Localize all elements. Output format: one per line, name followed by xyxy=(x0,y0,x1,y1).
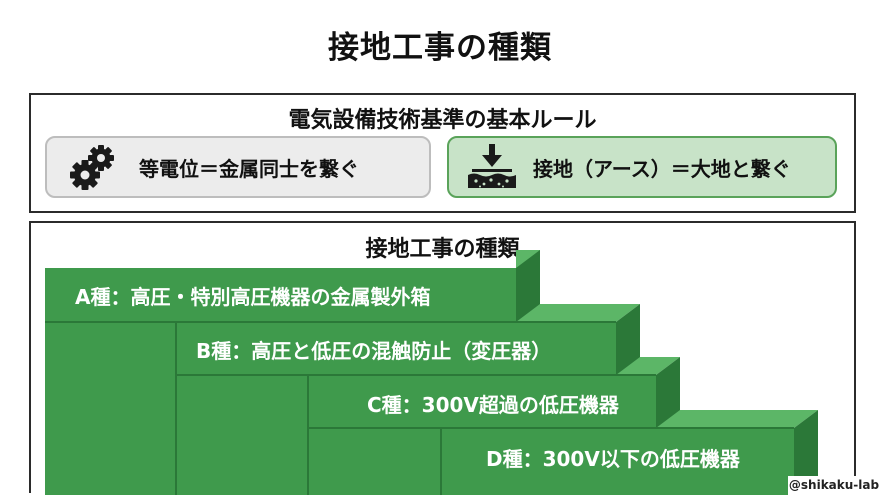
gears-icon xyxy=(59,136,129,198)
equipotential-card: 等電位＝金属同士を繋ぐ xyxy=(45,136,431,198)
grounding-icon xyxy=(457,136,527,198)
step-d-label: D種：300V以下の低圧機器 xyxy=(486,447,740,471)
types-heading: 接地工事の種類 xyxy=(365,237,520,262)
step-a-face xyxy=(45,268,516,322)
step-d-side xyxy=(794,410,818,495)
step-c-side xyxy=(656,357,680,428)
step-a-label: A種：高圧・特別高圧機器の金属製外箱 xyxy=(75,285,431,309)
step-a-side xyxy=(516,250,540,322)
step-b-face xyxy=(45,322,616,375)
step-dividers xyxy=(45,321,794,495)
watermark: @shikaku-lab xyxy=(788,476,880,495)
page-title: 接地工事の種類 xyxy=(328,30,552,66)
step-b-side xyxy=(616,304,640,375)
step-d-face xyxy=(45,428,794,495)
earthing-label: 接地（アース）＝大地と繋ぐ xyxy=(533,156,791,181)
step-c-label: C種：300V超過の低圧機器 xyxy=(367,393,619,417)
step-b-label: B種：高圧と低圧の混触防止（変圧器） xyxy=(196,339,552,363)
rules-heading: 電気設備技術基準の基本ルール xyxy=(288,108,597,133)
step-c-face xyxy=(45,375,656,428)
earthing-card: 接地（アース）＝大地と繋ぐ xyxy=(447,136,837,198)
equipotential-label: 等電位＝金属同士を繋ぐ xyxy=(139,156,359,181)
rules-panel: 電気設備技術基準の基本ルール xyxy=(29,93,856,213)
